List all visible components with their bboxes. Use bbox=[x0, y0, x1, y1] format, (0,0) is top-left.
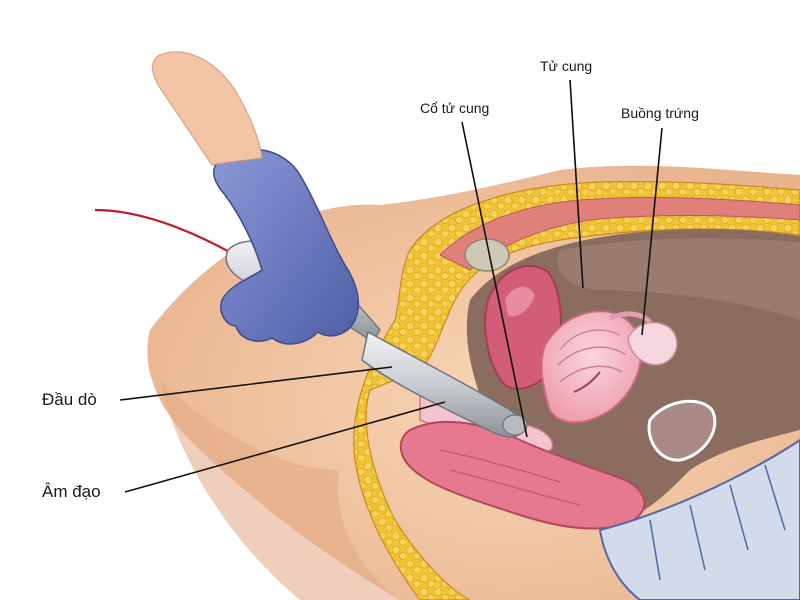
callout-line-probe bbox=[119, 366, 393, 401]
label-vagina: Âm đạo bbox=[42, 482, 101, 501]
label-probe: Đầu dò bbox=[42, 390, 97, 409]
intestine-loop bbox=[647, 399, 717, 462]
ovary bbox=[627, 321, 678, 366]
label-uterus: Tử cung bbox=[540, 58, 593, 74]
forearm bbox=[152, 51, 263, 166]
abdominal-muscle bbox=[439, 197, 800, 271]
callout-line-uterus bbox=[569, 79, 584, 289]
callout-line-vagina bbox=[124, 401, 446, 493]
rectum-fold bbox=[439, 449, 581, 506]
uterine-cavity bbox=[573, 371, 601, 393]
bladder-shine bbox=[505, 286, 535, 317]
gloved-hand bbox=[213, 148, 360, 345]
callout-line-cervix bbox=[461, 121, 528, 438]
thigh-shadow bbox=[160, 380, 400, 600]
probe-tip bbox=[502, 414, 528, 436]
label-cervix: Cổ tử cung bbox=[420, 100, 490, 116]
fallopian-tube bbox=[609, 311, 652, 324]
spine-segments bbox=[649, 464, 786, 581]
sacrum bbox=[598, 438, 800, 600]
pubic-bone bbox=[464, 238, 510, 272]
label-ovary: Buồng trứng bbox=[621, 105, 699, 121]
callout-line-ovary bbox=[641, 127, 663, 336]
probe-cable bbox=[94, 208, 236, 256]
cavity-highlight bbox=[557, 238, 800, 320]
fat-layer bbox=[353, 180, 800, 600]
uterus-lining bbox=[557, 329, 627, 383]
